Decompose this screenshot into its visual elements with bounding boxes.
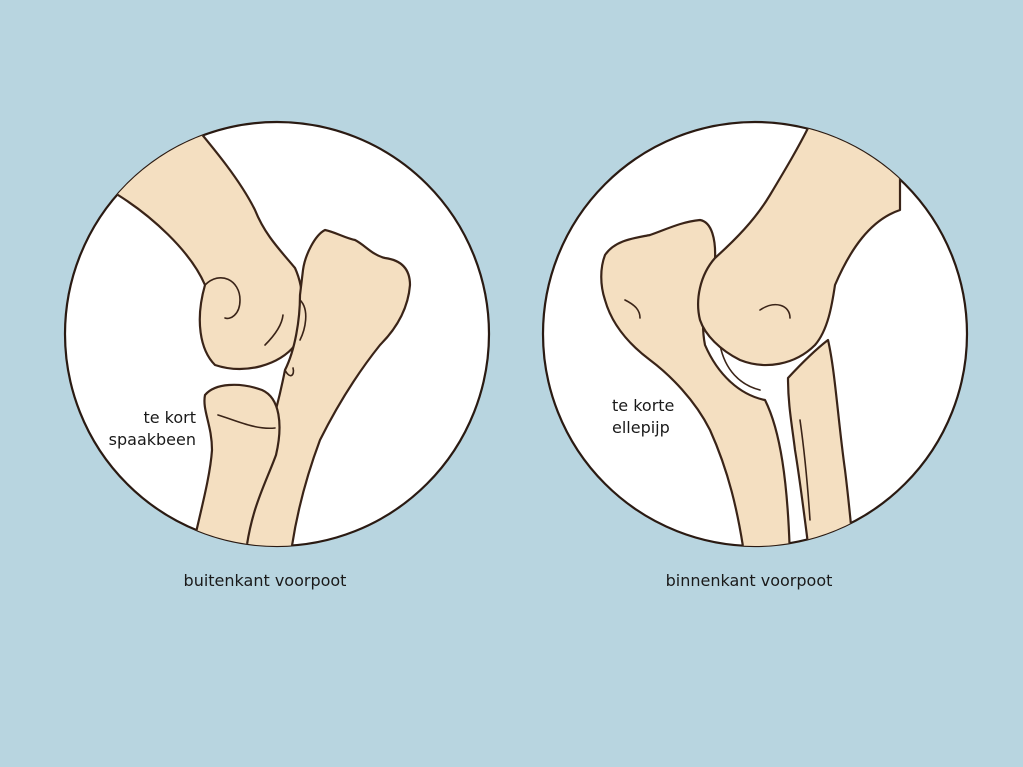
radius-bone-left: [188, 383, 281, 546]
caption-inner-foreleg: binnenkant voorpoot: [666, 571, 833, 590]
annotation-short-radius-line2: spaakbeen: [109, 430, 196, 449]
ulna-bone-right: [600, 218, 792, 546]
humerus-bone-right: [697, 122, 902, 367]
caption-outer-foreleg: buitenkant voorpoot: [184, 571, 347, 590]
panel-inner-foreleg: te korte ellepijp binnenkant voorpoot: [541, 120, 969, 590]
annotation-short-ulna-line2: ellepijp: [612, 418, 670, 437]
annotation-short-ulna-line1: te korte: [612, 396, 674, 415]
panel-outer-foreleg: te kort spaakbeen buitenkant voorpoot: [63, 120, 491, 590]
annotation-short-radius-line1: te kort: [143, 408, 196, 427]
